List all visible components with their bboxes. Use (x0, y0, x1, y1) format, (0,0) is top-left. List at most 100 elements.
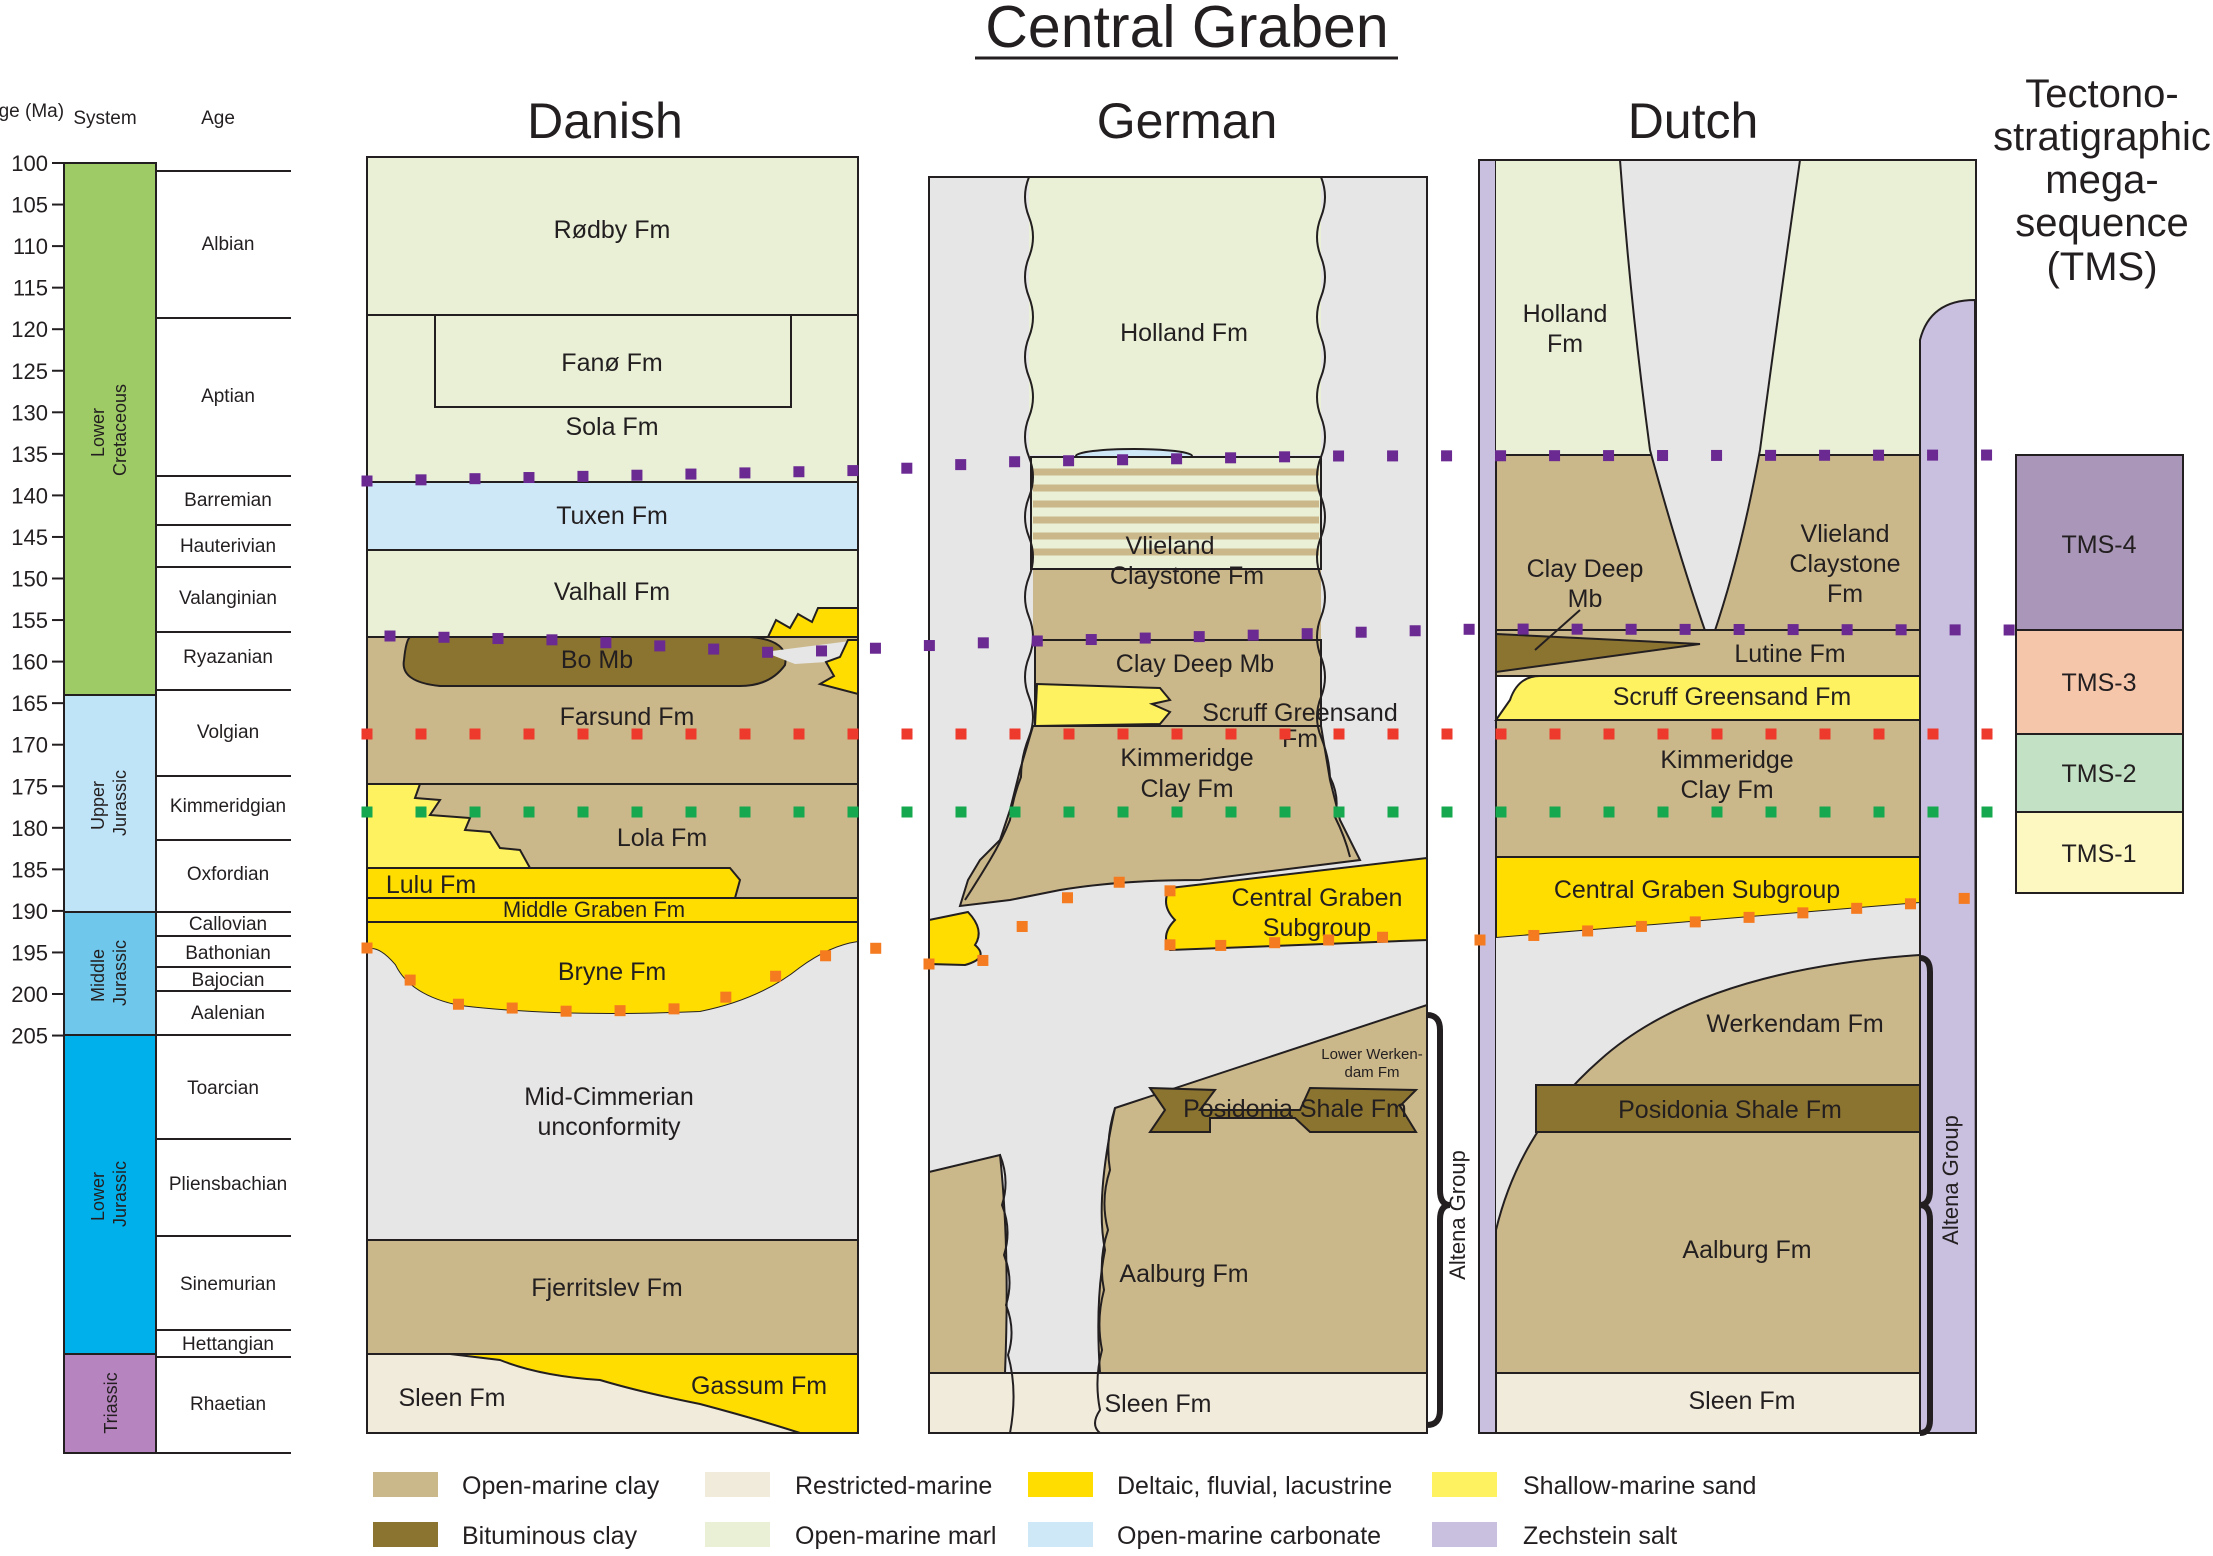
correlation-dot (361, 728, 373, 740)
german-vlieland-stripes (1033, 468, 1319, 556)
tms-column: Tectono- stratigraphic mega- sequence (T… (1993, 72, 2211, 894)
age-tick-label: 195 (11, 940, 48, 965)
correlation-dot (1711, 806, 1723, 818)
age-tick-label: 175 (11, 774, 48, 799)
correlation-dot (404, 974, 416, 986)
correlation-dot (1009, 728, 1021, 740)
age-tick-label: 145 (11, 525, 48, 550)
label-german-scruff-1: Scruff Greensand (1202, 699, 1397, 727)
label-dutch-kimmeridge-1: Kimmeridge (1660, 746, 1793, 774)
label-dutch-sleen-fm: Sleen Fm (1689, 1387, 1796, 1415)
label-german-sleen-fm: Sleen Fm (1105, 1390, 1212, 1418)
correlation-dot (847, 728, 859, 740)
correlation-dot (1851, 902, 1863, 914)
correlation-dot (977, 954, 989, 966)
label-dutch-central-graben: Central Graben Subgroup (1554, 876, 1840, 904)
tms-header-4: sequence (2015, 201, 2188, 245)
correlation-dot (1171, 806, 1183, 818)
correlation-dot (1571, 623, 1583, 635)
correlation-dot (546, 634, 558, 646)
stage-callovian: Callovian (189, 914, 267, 935)
stage-albian: Albian (202, 234, 255, 255)
correlation-dot (1031, 635, 1043, 647)
chart-title: Central Graben (985, 0, 1388, 60)
correlation-dot (1063, 455, 1075, 467)
age-tick-label: 125 (11, 359, 48, 384)
german-wavy-west (964, 176, 1034, 901)
label-dutch-vlieland-1: Vlieland (1801, 520, 1890, 548)
correlation-dot (452, 998, 464, 1010)
stage-kimmeridgian: Kimmeridgian (170, 796, 286, 817)
correlation-dot (1603, 728, 1615, 740)
system-middle-jurassic-line2: Jurassic (110, 940, 130, 1006)
label-fjerritslev-fm: Fjerritslev Fm (531, 1274, 682, 1302)
tms-2-box (2015, 733, 2184, 813)
label-dutch-clay-deep-2: Mb (1568, 585, 1603, 613)
age-tick-label: 160 (11, 650, 48, 675)
age-tick-label: 130 (11, 400, 48, 425)
correlation-dot (469, 806, 481, 818)
correlation-dot (654, 640, 666, 652)
correlation-dot (901, 728, 913, 740)
correlation-dot (1164, 939, 1176, 951)
tms1-base-line-danish (361, 942, 882, 1017)
correlation-dot (770, 970, 782, 982)
correlation-dot (847, 806, 859, 818)
age-tick-label: 180 (11, 816, 48, 841)
correlation-dot (739, 806, 751, 818)
correlation-dot (923, 640, 935, 652)
correlation-dot (523, 728, 535, 740)
system-upper-jurassic (63, 694, 157, 913)
correlation-dot (739, 728, 751, 740)
dutch-salt-left (1478, 159, 1497, 1434)
label-dutch-altena-group: Altena Group (1938, 1115, 1963, 1245)
correlation-dot (2003, 624, 2015, 636)
label-fano-fm: Fanø Fm (561, 349, 662, 377)
dutch-gap-lower (1496, 903, 1920, 1230)
german-column-frame (928, 176, 1428, 1434)
correlation-dot (1279, 728, 1291, 740)
correlation-dot (415, 728, 427, 740)
correlation-dot (1819, 449, 1831, 461)
tms-4-box (2015, 454, 2184, 631)
label-danish-sleen-fm: Sleen Fm (399, 1384, 506, 1412)
correlation-dot (1225, 806, 1237, 818)
correlation-dot (1495, 450, 1507, 462)
tms-header-1: Tectono- (2025, 72, 2178, 116)
stage-valanginian: Valanginian (179, 588, 277, 609)
label-dutch-werkendam-fm: Werkendam Fm (1706, 1010, 1883, 1038)
correlation-dot (1927, 806, 1939, 818)
tms-1-label: TMS-1 (2062, 840, 2137, 868)
age-tick-label: 110 (13, 234, 48, 259)
correlation-dot (1549, 728, 1561, 740)
correlation-dot (1463, 623, 1475, 635)
correlation-dot (1797, 907, 1809, 919)
stage-aptian: Aptian (201, 386, 255, 407)
german-scruff (1033, 682, 1172, 728)
label-lower-werkendam-2: dam Fm (1344, 1064, 1399, 1081)
label-rodby-fm: Rødby Fm (554, 216, 671, 244)
label-dutch-holland-1: Holland (1523, 300, 1608, 328)
correlation-dot (1441, 728, 1453, 740)
correlation-dot (1387, 806, 1399, 818)
label-bryne-fm: Bryne Fm (558, 958, 666, 986)
correlation-dot (1657, 806, 1669, 818)
correlation-dot (1016, 920, 1028, 932)
correlation-dot (415, 474, 427, 486)
correlation-dot (1873, 806, 1885, 818)
label-german-holland-fm: Holland Fm (1120, 319, 1248, 347)
correlation-dot (631, 469, 643, 481)
stage-boundaries (156, 170, 291, 1454)
correlation-dot (870, 942, 882, 954)
danish-middle-graben (366, 897, 859, 923)
correlation-dot (1981, 806, 1993, 818)
legend-label-bituminous-clay: Bituminous clay (462, 1522, 638, 1550)
danish-sand-wedge (817, 639, 859, 696)
correlation-dot (1193, 631, 1205, 643)
german-wavy-trough (1094, 1107, 1116, 1434)
age-tick-label: 100 (11, 151, 48, 176)
label-farsund-fm: Farsund Fm (560, 703, 695, 731)
legend-label-shallow-marine-sand: Shallow-marine sand (1523, 1472, 1756, 1500)
label-dutch-posidonia: Posidonia Shale Fm (1618, 1096, 1842, 1124)
